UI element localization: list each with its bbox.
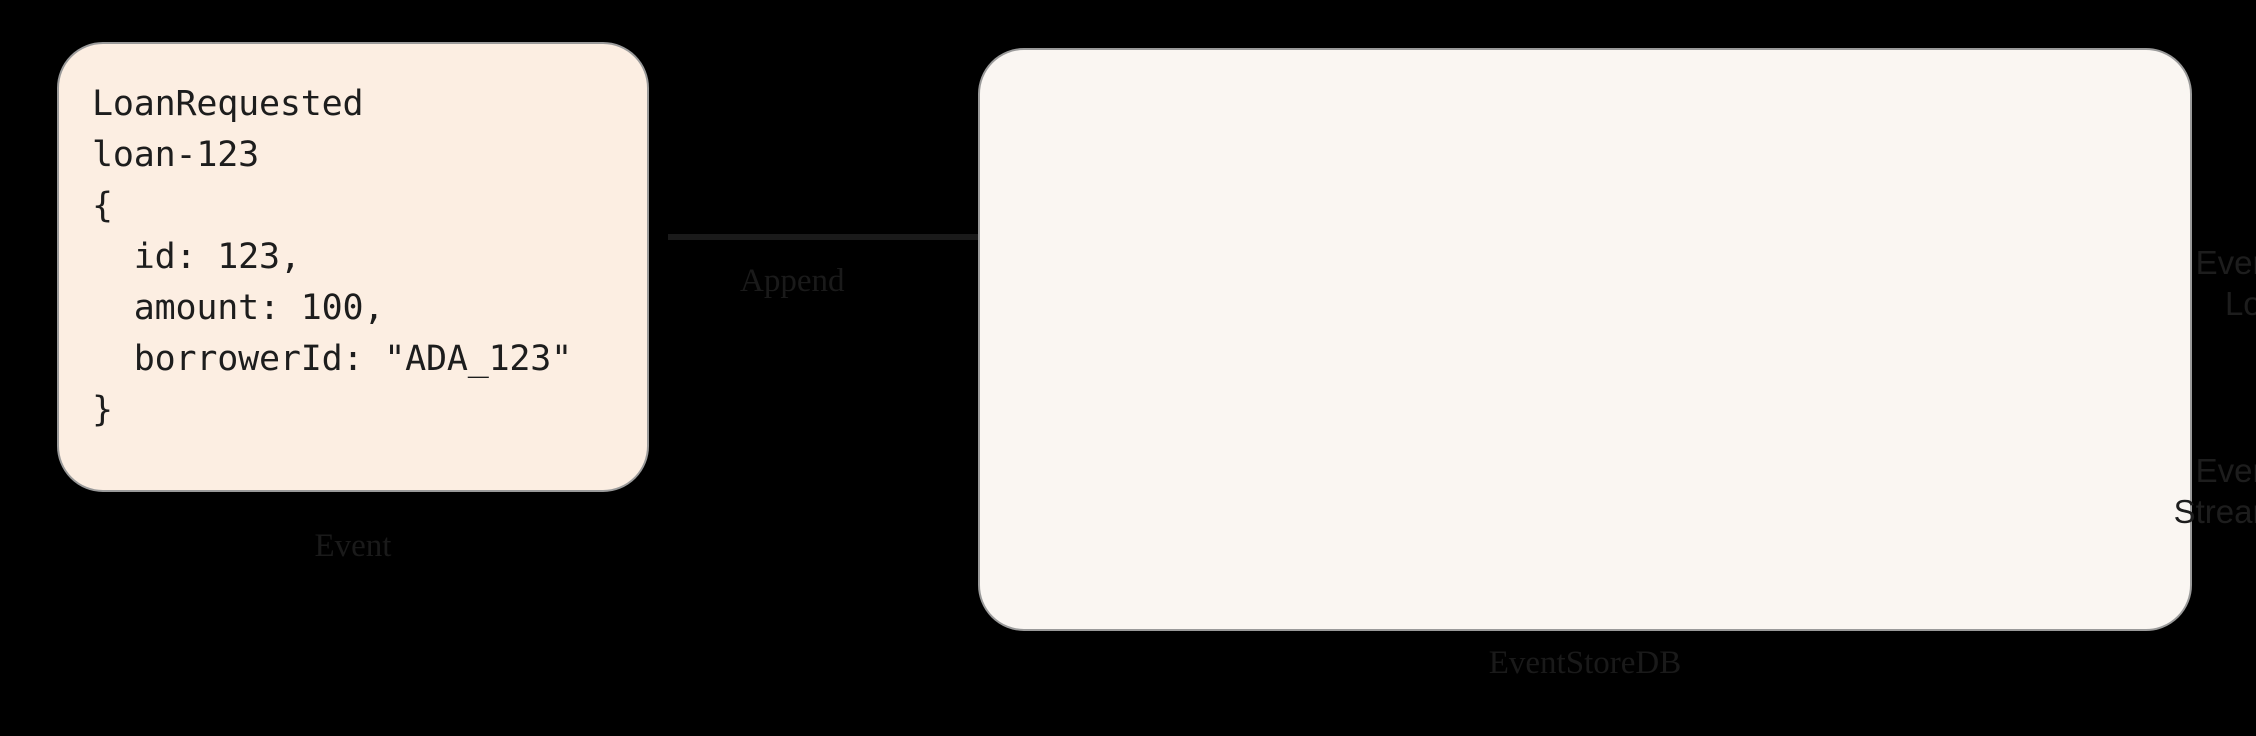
eventstoredb-caption: EventStoreDB xyxy=(1488,645,1682,681)
append-edge-label: Append xyxy=(740,263,845,299)
event-payload-text: LoanRequested loan-123 { id: 123, amount… xyxy=(92,84,573,430)
event-stream-label: Event Stream xyxy=(2173,452,2256,530)
event-log-label: Event Log xyxy=(2195,244,2256,322)
event-card: LoanRequested loan-123 { id: 123, amount… xyxy=(57,42,649,492)
eventstoredb-container: Event Log 0 1 2 xyxy=(978,48,2256,631)
event-card-caption: Event xyxy=(314,528,392,564)
